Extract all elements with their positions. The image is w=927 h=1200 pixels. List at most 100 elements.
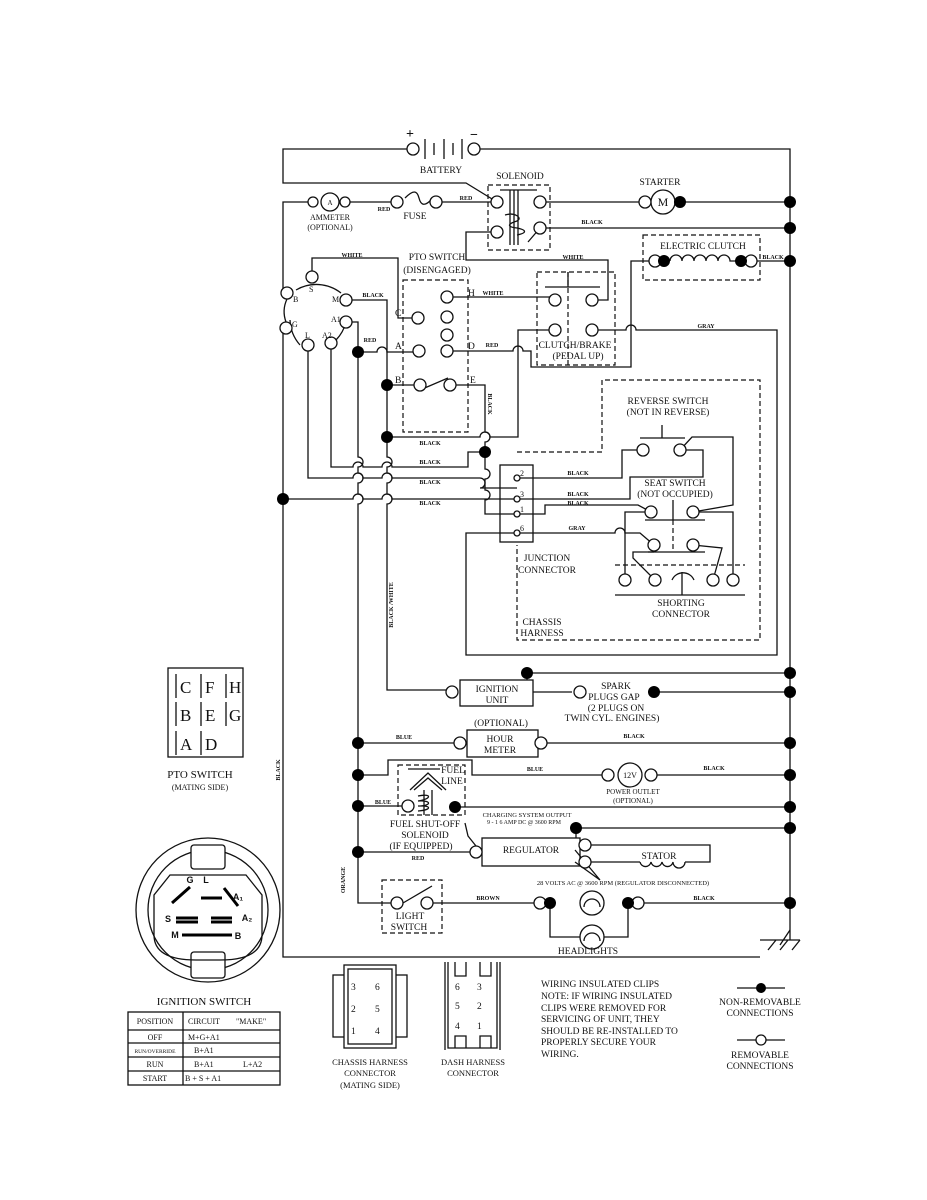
removable-terminal [573, 685, 587, 699]
legend-label: NON-REMOVABLE [719, 998, 801, 1008]
removable-terminal [726, 573, 740, 587]
dash-pin: 2 [477, 1002, 482, 1012]
removable-terminal [406, 142, 420, 156]
non-removable-connection [784, 769, 796, 781]
chassis-pin: 4 [375, 1027, 380, 1037]
non-removable-connection [784, 222, 796, 234]
removable-terminal [280, 286, 294, 300]
wire-label: BLUE [527, 767, 543, 773]
dash-harness-connector: 6 3 5 2 4 1 DASH HARNESS CONNECTOR [441, 962, 505, 1078]
removable-terminal [673, 443, 687, 457]
non-removable-connection [277, 493, 289, 505]
clutch-brake-label: CLUTCH/BRAKE [539, 341, 612, 351]
spark-label-3: (2 PLUGS ON [588, 703, 645, 714]
non-removable-connection [381, 379, 393, 391]
seat-switch-state: (NOT OCCUPIED) [637, 489, 713, 500]
stator-label: STATOR [642, 852, 678, 862]
junction-pin-3: 3 [520, 490, 524, 499]
clutch-brake-state: (PEDAL UP) [552, 351, 603, 362]
ign-pin-a2: A₂ [242, 913, 253, 923]
note-line: WIRING INSULATED CLIPS [541, 980, 659, 990]
shorting-label-2: CONNECTOR [652, 610, 711, 620]
ignition-unit-label-2: UNIT [486, 696, 509, 706]
solenoid-label: SOLENOID [496, 172, 544, 182]
non-removable-connection [784, 822, 796, 834]
fuse-label: FUSE [403, 212, 426, 222]
ammeter-symbol: A [327, 199, 332, 207]
clutch-brake-contacts [545, 272, 600, 288]
reverse-switch-contacts [640, 425, 685, 439]
table-cell: START [143, 1074, 167, 1083]
non-removable-connection [449, 801, 461, 813]
pto-terminal-a: A [395, 342, 402, 352]
removable-terminal [686, 538, 700, 552]
removable-terminal [445, 685, 459, 699]
removable-terminal [413, 378, 427, 392]
removable-terminal [513, 529, 521, 537]
pto-terminal-c: C [395, 309, 401, 319]
removable-terminal [648, 573, 662, 587]
removable-terminal [301, 338, 315, 352]
wire-label: RED [486, 343, 499, 349]
non-removable-connection [658, 255, 670, 267]
junction-pin-2: 2 [520, 469, 524, 478]
non-removable-connection [784, 897, 796, 909]
ign-terminal-b: B [293, 295, 298, 304]
non-removable-connection [735, 255, 747, 267]
table-cell: RUN [147, 1060, 164, 1069]
removable-terminal [279, 321, 293, 335]
non-removable-connection [479, 446, 491, 458]
stator-coil-icon [639, 861, 686, 869]
charging-label-2: 9 - 1 6 AMP DC @ 3600 RPM [487, 820, 562, 826]
seat-switch-label: SEAT SWITCH [644, 479, 705, 489]
fuse-icon [404, 191, 432, 205]
dash-pin: 6 [455, 983, 460, 993]
wiring-note: WIRING INSULATED CLIPS NOTE: IF WIRING I… [541, 980, 678, 1060]
removable-terminal [513, 495, 521, 503]
spark-label-2: PLUGS GAP [588, 693, 639, 703]
pto-switch-label: PTO SWITCH [409, 253, 466, 263]
pto-pin-h: H [229, 678, 241, 697]
non-removable-connection [622, 897, 634, 909]
wire-label: BLACK [419, 460, 441, 466]
clutch-coil-icon [669, 254, 741, 262]
legend-label: REMOVABLE [731, 1051, 789, 1061]
junction-connector-box [499, 464, 534, 543]
removable-terminal [390, 195, 404, 209]
removable-terminal [307, 196, 319, 208]
removable-terminal [644, 768, 658, 782]
wire-label: BLACK [419, 441, 441, 447]
chassis-pin: 1 [351, 1027, 356, 1037]
wire-label: BLACK [486, 393, 492, 415]
removable-terminal [339, 293, 353, 307]
table-cell: B+A1 [194, 1060, 214, 1069]
ignition-table: POSITION CIRCUIT "MAKE" OFF M+G+A1 RUN/O… [127, 1011, 281, 1086]
regulator-label: REGULATOR [503, 846, 560, 856]
chassis-pin: 3 [351, 983, 356, 993]
ign-terminal-a1: A1 [331, 315, 341, 324]
power-outlet-symbol: 12V [623, 771, 637, 780]
pto-switch-mating-side: C F H B E G A D PTO SWITCH (MATING SIDE) [167, 667, 244, 792]
junction-pin-6: 6 [520, 524, 524, 533]
chassis-harness-label-2: HARNESS [520, 629, 563, 639]
spark-label-4: TWIN CYL. ENGINES) [565, 713, 660, 724]
battery-label: BATTERY [420, 166, 462, 176]
table-cell: M+G+A1 [188, 1033, 220, 1042]
non-removable-connection [784, 686, 796, 698]
table-header: CIRCUIT [188, 1017, 220, 1026]
pto-pin-d: D [205, 735, 217, 754]
wire-label: BLACK [693, 896, 715, 902]
ign-terminal-m: M [332, 295, 339, 304]
removable-terminal [513, 510, 521, 518]
pto-switch-box [402, 279, 469, 433]
chassis-pin: 2 [351, 1005, 356, 1015]
removable-terminal [638, 195, 652, 209]
non-removable-connection [784, 255, 796, 267]
removable-terminal [686, 505, 700, 519]
wire-label: WHITE [341, 253, 362, 259]
wire-label: BLACK [567, 501, 589, 507]
hour-meter-label-2: METER [484, 746, 517, 756]
ign-terminal-l: L [305, 331, 310, 340]
non-removable-connection [544, 897, 556, 909]
removable-terminal [706, 573, 720, 587]
